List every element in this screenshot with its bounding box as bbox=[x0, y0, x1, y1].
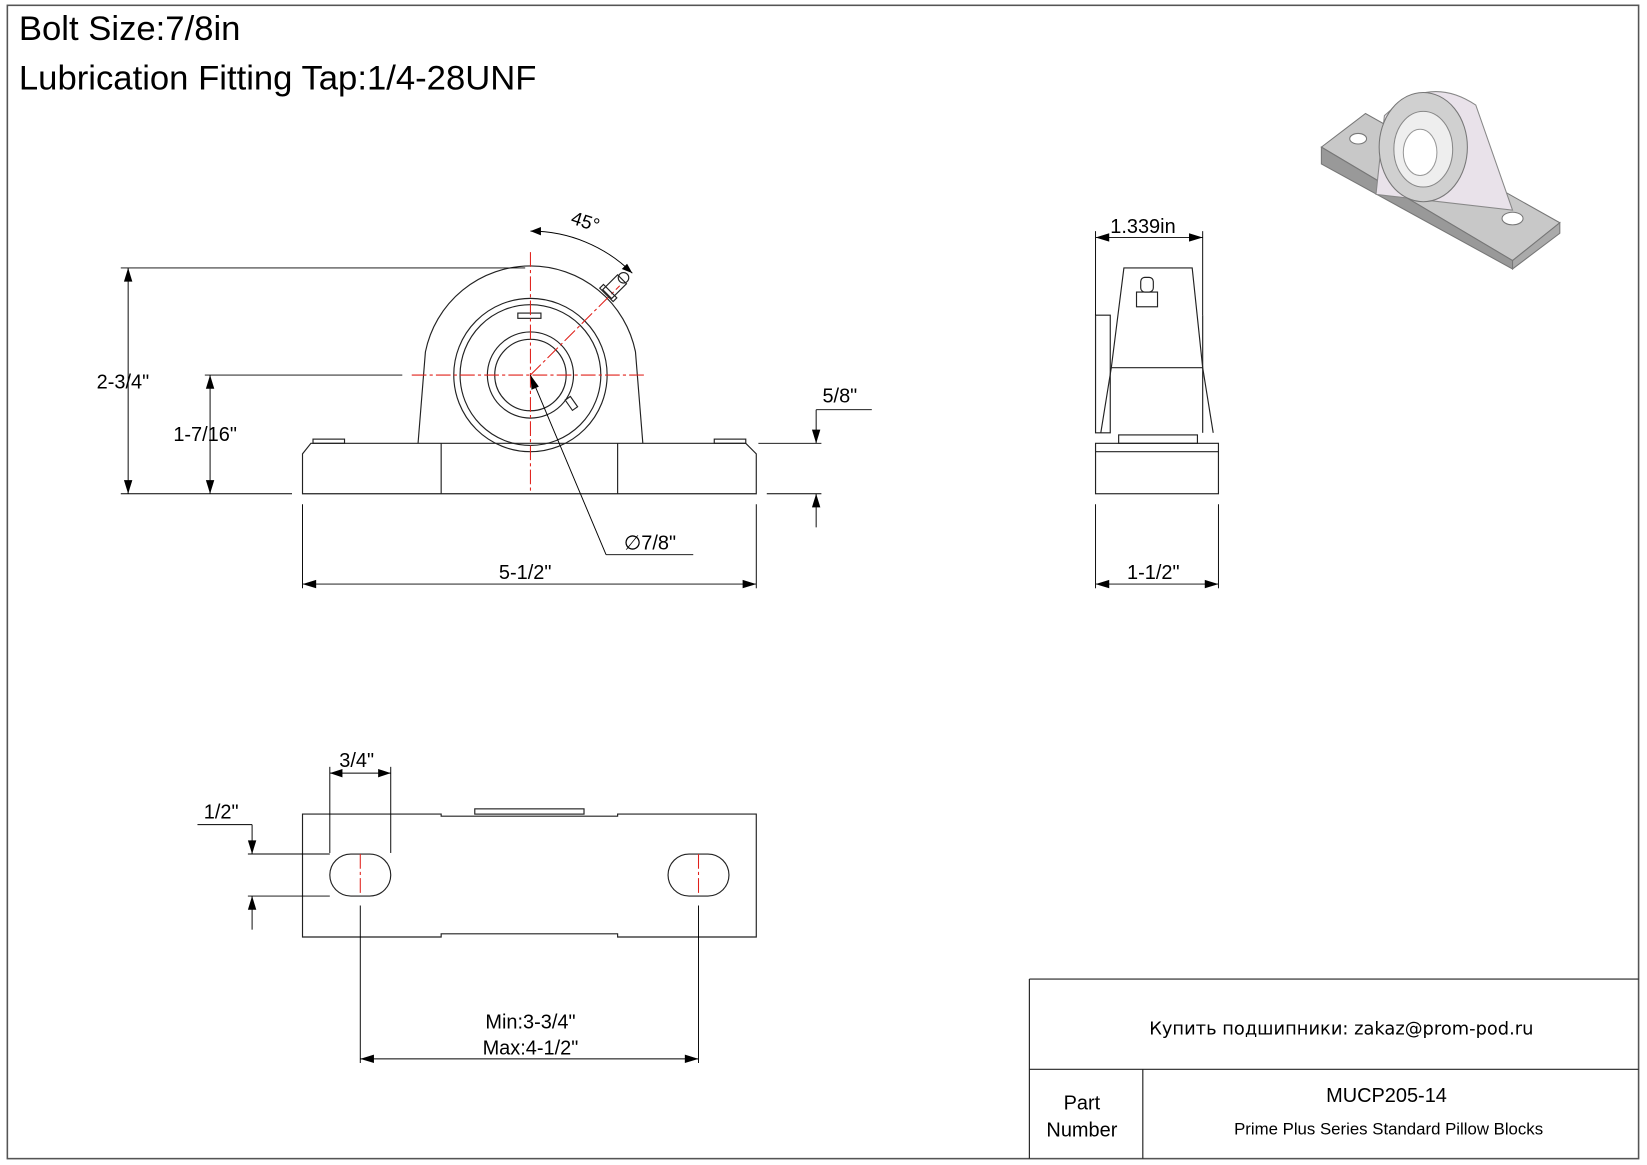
angle-dimension: 45° bbox=[568, 208, 602, 237]
bolt-spacing-min: Min:3-3/4" bbox=[485, 1011, 575, 1033]
base-width-dimension: 1-1/2" bbox=[1127, 562, 1180, 584]
isometric-3d-view bbox=[1320, 91, 1561, 271]
part-label: Part bbox=[1064, 1092, 1101, 1114]
sheet-border bbox=[6, 4, 1640, 1160]
number-label: Number bbox=[1046, 1120, 1117, 1142]
slot-width-dimension: 1/2" bbox=[204, 801, 239, 823]
lubrication-fitting-note: Lubrication Fitting Tap:1/4-28UNF bbox=[19, 59, 537, 97]
front-view: 45° 2-3/4" 1-7/16" 5/8" ∅7/8" 5-1/2 bbox=[97, 208, 872, 589]
overall-length-dimension: 5-1/2" bbox=[499, 562, 552, 584]
bolt-spacing-max: Max:4-1/2" bbox=[483, 1038, 579, 1060]
side-view: 1.339in 1-1/2" bbox=[1094, 216, 1220, 589]
slot-length-dimension: 3/4" bbox=[339, 750, 374, 772]
bore-diameter-dimension: ∅7/8" bbox=[624, 532, 676, 554]
contact-text: Купить подшипники: zakaz@prom-pod.ru bbox=[1149, 1019, 1533, 1040]
overall-height-dimension: 2-3/4" bbox=[97, 372, 150, 394]
bottom-view: 3/4" 1/2" Min:3-3/4" Max:4-1/2" bbox=[197, 750, 757, 1064]
insert-width-dimension: 1.339in bbox=[1110, 216, 1175, 238]
base-thickness-dimension: 5/8" bbox=[822, 385, 857, 407]
grease-fitting-icon bbox=[598, 271, 630, 303]
shaft-height-dimension: 1-7/16" bbox=[173, 424, 237, 446]
part-description: Prime Plus Series Standard Pillow Blocks bbox=[1234, 1119, 1543, 1138]
part-number: MUCP205-14 bbox=[1326, 1085, 1447, 1107]
title-block: Купить подшипники: zakaz@prom-pod.ru Par… bbox=[1028, 978, 1639, 1159]
bolt-size-note: Bolt Size:7/8in bbox=[19, 10, 241, 48]
